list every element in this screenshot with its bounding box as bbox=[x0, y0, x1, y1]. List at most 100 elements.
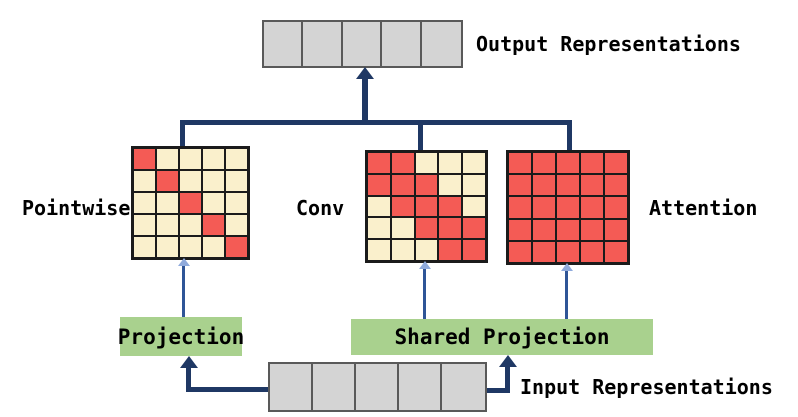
matrix-cell-inactive bbox=[414, 239, 439, 261]
shared-projection-box-label: Shared Projection bbox=[394, 325, 610, 349]
matrix-cell-active bbox=[462, 217, 486, 240]
matrix-cell-inactive bbox=[179, 170, 202, 192]
connector-drop-to-attention bbox=[567, 120, 572, 151]
matrix-cell-inactive bbox=[462, 152, 486, 174]
input-to-projection-vertical-line bbox=[186, 368, 191, 392]
matrix-cell-active bbox=[438, 217, 463, 240]
matrix-cell-active bbox=[414, 173, 439, 196]
attention-label: Attention bbox=[649, 196, 758, 220]
matrix-cell-active bbox=[604, 218, 628, 241]
matrix-cell-inactive bbox=[225, 214, 248, 236]
input-to-shared-projection-arrow-head-icon bbox=[499, 355, 517, 367]
matrix-cell-active bbox=[508, 240, 532, 263]
matrix-cell-active bbox=[179, 192, 202, 214]
matrix-cell-active bbox=[414, 195, 439, 218]
matrix-cell-active bbox=[532, 196, 556, 219]
matrix-cell-inactive bbox=[156, 236, 179, 258]
input-to-projection-arrow-head-icon bbox=[180, 356, 198, 368]
matrix-cell-active bbox=[604, 240, 628, 263]
shared-projection-to-attention-arrow bbox=[565, 271, 568, 320]
matrix-cell-active bbox=[532, 174, 556, 197]
matrix-cell-active bbox=[438, 239, 463, 261]
matrix-cell-active bbox=[462, 239, 486, 261]
matrix-cell-inactive bbox=[367, 195, 391, 218]
matrix-cell-active bbox=[580, 240, 604, 263]
input-representations-label: Input Representations bbox=[520, 375, 773, 399]
matrix-cell-active bbox=[556, 240, 580, 263]
matrix-cell-active bbox=[508, 218, 532, 241]
matrix-cell-inactive bbox=[225, 192, 248, 214]
matrix-cell-inactive bbox=[367, 217, 391, 240]
matrix-cell-active bbox=[508, 152, 532, 175]
token-cell bbox=[356, 364, 399, 410]
token-cell bbox=[342, 22, 383, 66]
matrix-cell-active bbox=[225, 236, 248, 258]
projection-box: Projection bbox=[118, 317, 244, 356]
matrix-cell-active bbox=[580, 152, 604, 175]
matrix-cell-inactive bbox=[462, 195, 486, 218]
matrix-cell-active bbox=[556, 174, 580, 197]
matrix-cell-active bbox=[532, 240, 556, 263]
matrix-cell-inactive bbox=[179, 148, 202, 170]
matrix-cell-active bbox=[556, 218, 580, 241]
matrix-cell-active bbox=[604, 196, 628, 219]
matrix-cell-inactive bbox=[202, 170, 225, 192]
matrix-cell-inactive bbox=[414, 152, 439, 174]
matrix-cell-inactive bbox=[156, 214, 179, 236]
matrix-cell-inactive bbox=[133, 214, 156, 236]
matrix-cell-active bbox=[580, 218, 604, 241]
matrix-cell-active bbox=[202, 214, 225, 236]
matrix-cell-active bbox=[367, 152, 391, 174]
matrix-cell-active bbox=[133, 148, 156, 170]
matrix-cell-inactive bbox=[156, 192, 179, 214]
matrix-cell-active bbox=[438, 195, 463, 218]
matrix-cell-inactive bbox=[438, 152, 463, 174]
connector-drop-to-pointwise bbox=[180, 120, 185, 147]
input-to-shared-projection-horizontal-line bbox=[487, 388, 510, 393]
matrix-cell-active bbox=[556, 152, 580, 175]
shared-projection-to-conv-arrow-head-icon bbox=[419, 261, 431, 269]
matrix-cell-active bbox=[414, 217, 439, 240]
matrix-cell-inactive bbox=[133, 170, 156, 192]
matrix-cell-inactive bbox=[133, 192, 156, 214]
matrix-cell-inactive bbox=[462, 173, 486, 196]
matrix-cell-inactive bbox=[390, 239, 415, 261]
pointwise-matrix bbox=[131, 146, 250, 260]
input-to-projection-horizontal-line bbox=[186, 387, 268, 392]
matrix-cell-inactive bbox=[179, 214, 202, 236]
projection-to-pointwise-arrow-head-icon bbox=[178, 258, 190, 266]
matrix-cell-inactive bbox=[133, 236, 156, 258]
output-representations-label: Output Representations bbox=[476, 32, 741, 56]
matrix-cell-active bbox=[390, 173, 415, 196]
matrix-cell-active bbox=[532, 218, 556, 241]
matrix-cell-active bbox=[508, 196, 532, 219]
output-arrow-shaft bbox=[362, 77, 368, 124]
matrix-cell-active bbox=[508, 174, 532, 197]
shared-projection-to-attention-arrow-head-icon bbox=[561, 263, 573, 271]
matrix-cell-active bbox=[532, 152, 556, 175]
matrix-cell-active bbox=[604, 174, 628, 197]
token-cell bbox=[382, 22, 422, 66]
attention-matrix bbox=[506, 150, 630, 265]
token-cell bbox=[399, 364, 442, 410]
matrix-cell-active bbox=[390, 152, 415, 174]
matrix-cell-active bbox=[580, 196, 604, 219]
matrix-cell-inactive bbox=[225, 170, 248, 192]
token-cell bbox=[270, 364, 313, 410]
token-cell bbox=[442, 364, 485, 410]
conv-label: Conv bbox=[296, 196, 345, 220]
top-connector-horizontal-line bbox=[180, 120, 572, 125]
matrix-cell-active bbox=[156, 170, 179, 192]
shared-projection-to-conv-arrow bbox=[423, 269, 426, 320]
conv-matrix bbox=[365, 150, 488, 263]
matrix-cell-inactive bbox=[202, 236, 225, 258]
matrix-cell-active bbox=[580, 174, 604, 197]
token-cell bbox=[313, 364, 356, 410]
matrix-cell-active bbox=[556, 196, 580, 219]
output-arrow-head-icon bbox=[356, 67, 374, 79]
matrix-cell-active bbox=[390, 195, 415, 218]
input-representations-row bbox=[268, 362, 487, 412]
projection-to-pointwise-arrow bbox=[182, 266, 185, 317]
matrix-cell-inactive bbox=[438, 173, 463, 196]
